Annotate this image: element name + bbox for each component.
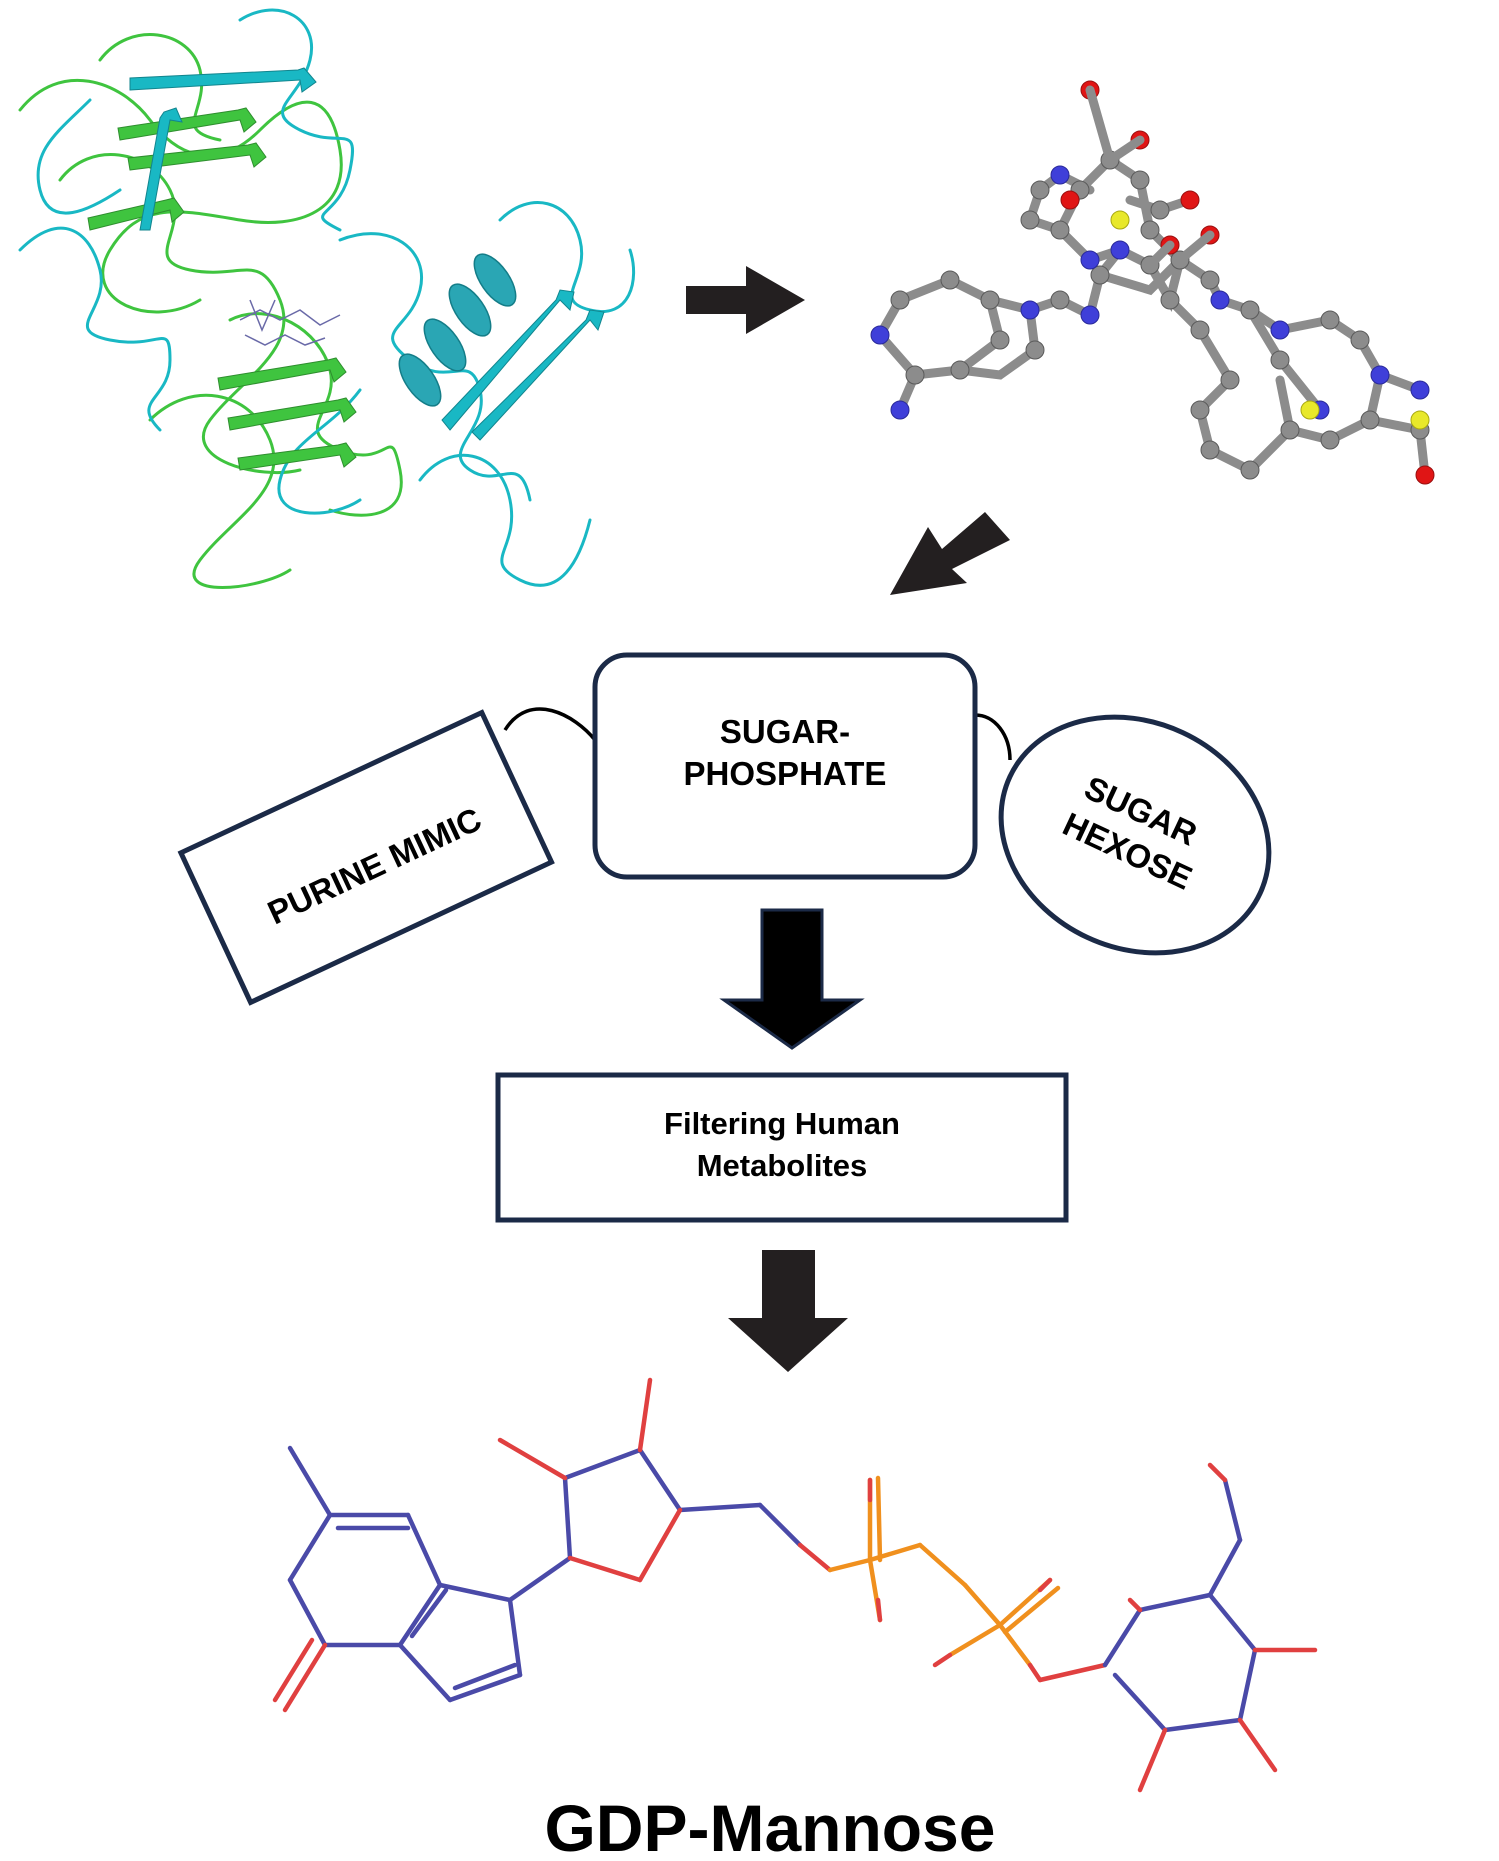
filtering-label-line2: Metabolites	[697, 1148, 868, 1183]
sugar-phosphate-box: SUGAR- PHOSPHATE	[592, 652, 978, 880]
ligand-ball-and-stick-image	[870, 80, 1435, 485]
filtering-box: Filtering Human Metabolites	[495, 1072, 1069, 1223]
sugar-phosphate-label-line2: PHOSPHATE	[684, 755, 887, 792]
purine-mimic-box: PURINE MIMIC	[177, 709, 555, 1006]
sugar-phosphate-label-line1: SUGAR-	[720, 713, 850, 750]
final-compound-label: GDP-Mannose	[544, 1791, 995, 1861]
protein-structure-image	[18, 8, 636, 589]
connector-sugar-phosphate-to-hexose	[974, 713, 1012, 761]
arrow-right	[686, 266, 805, 334]
gdp-mannose-stick-image	[272, 1377, 1318, 1793]
arrow-diagonal	[890, 512, 1010, 595]
arrow-down-1	[719, 908, 865, 1050]
sugar-hexose-ellipse: SUGAR HEXOSE	[998, 714, 1272, 956]
filtering-label-line1: Filtering Human	[664, 1106, 900, 1141]
connector-purine-to-sugar-phosphate	[503, 707, 597, 742]
arrow-down-2	[728, 1250, 848, 1372]
